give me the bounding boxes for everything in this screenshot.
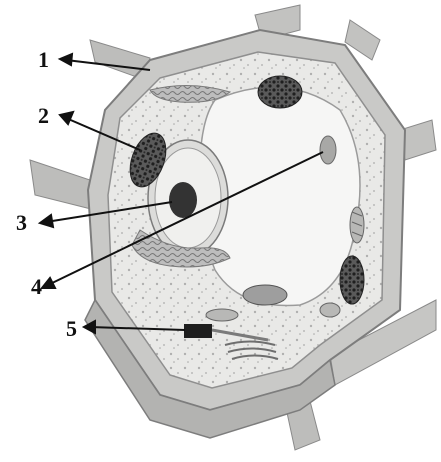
label-3: 3 bbox=[16, 212, 27, 234]
chloroplast bbox=[340, 256, 364, 304]
small-organelle bbox=[320, 136, 336, 164]
label-2: 2 bbox=[38, 105, 49, 127]
chloroplast bbox=[258, 76, 302, 108]
label-1: 1 bbox=[38, 49, 49, 71]
plasmodesma bbox=[184, 324, 212, 338]
label-5: 5 bbox=[66, 318, 77, 340]
chloroplast bbox=[243, 285, 287, 305]
label-4: 4 bbox=[31, 276, 42, 298]
nucleolus bbox=[169, 182, 197, 218]
